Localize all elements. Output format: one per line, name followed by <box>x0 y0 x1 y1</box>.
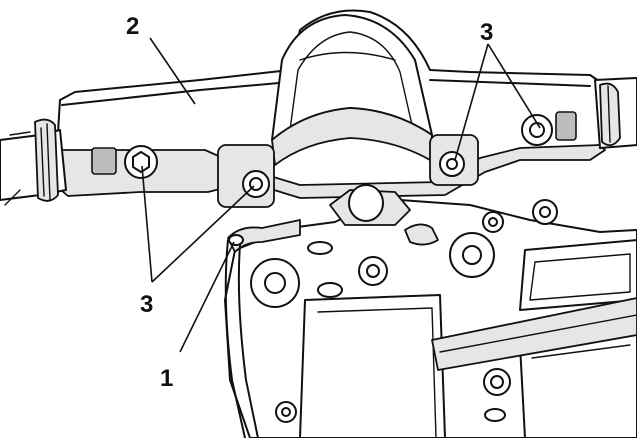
leader-part-3-left-b <box>151 185 255 283</box>
leader-part-2 <box>149 37 196 105</box>
callout-part-2: 2 <box>126 13 139 40</box>
leader-part-1 <box>179 241 235 353</box>
callout-part-3-left: 3 <box>140 291 153 318</box>
screw-center-right <box>429 134 479 186</box>
screw-left-cover <box>124 145 158 179</box>
center-mount <box>329 184 439 246</box>
leader-part-3-left-a <box>141 165 153 283</box>
windscreen <box>271 14 433 166</box>
callout-labels: 2 3 3 1 <box>126 13 493 392</box>
screw-center-left <box>217 144 275 208</box>
leader-part-3-top-a <box>454 43 489 161</box>
screw-right-cover <box>521 114 553 146</box>
handlebar-right <box>594 77 637 149</box>
leader-lines <box>141 37 541 353</box>
handlebar-left <box>0 118 67 206</box>
leader-part-3-top-b <box>487 43 541 129</box>
grommet-ring <box>228 234 244 246</box>
callout-part-1: 1 <box>160 365 173 392</box>
mounting-bracket <box>224 199 637 438</box>
bracket-bosses <box>250 199 558 423</box>
cover-clips <box>91 111 577 175</box>
callout-part-3-top: 3 <box>480 19 493 46</box>
